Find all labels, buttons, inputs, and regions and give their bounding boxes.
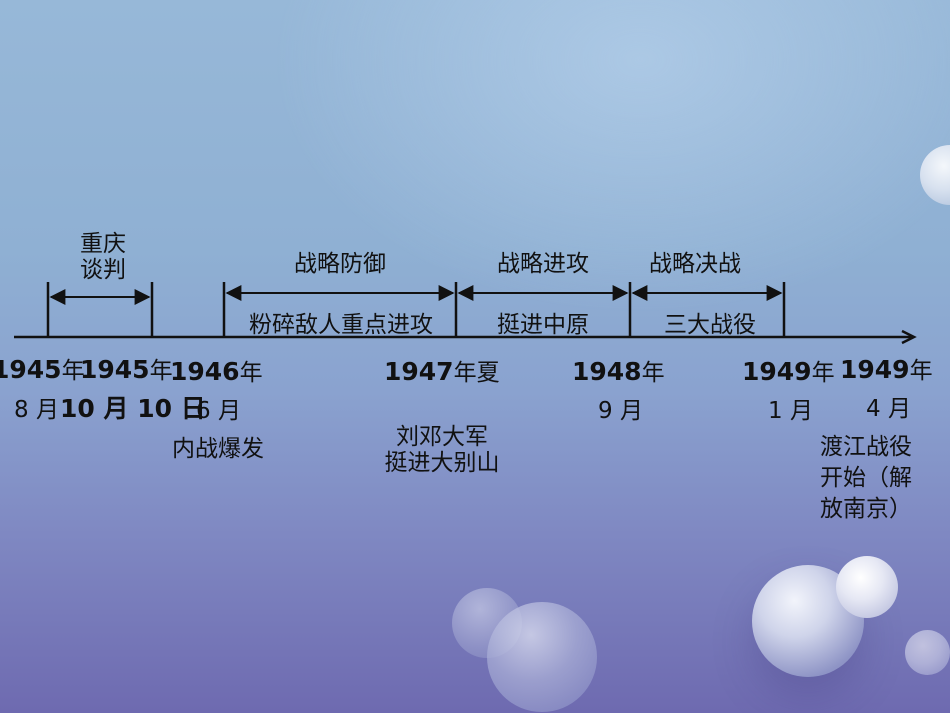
date-1949-apr-year: 1949年 [840, 355, 933, 385]
date-1945-aug-month: 8 月 [14, 397, 59, 423]
date-1945-oct-day: 10 月 10 日 [60, 394, 206, 423]
year-number: 1948 [572, 357, 642, 386]
decorative-sphere [905, 630, 950, 675]
event-civil-war: 内战爆发 [172, 436, 264, 462]
event-yangtze-crossing: 渡江战役 开始（解 放南京） [820, 432, 912, 525]
year-suffix: 年 [61, 358, 85, 384]
date-1949-jan-year: 1949年 [742, 357, 835, 387]
decorative-sphere [487, 602, 597, 712]
event-liu-deng-line1: 刘邓大军 [396, 424, 488, 450]
date-1948-sep-year: 1948年 [572, 357, 665, 387]
decorative-sphere [836, 556, 898, 618]
year-suffix: 年 [909, 358, 933, 384]
year-suffix: 年 [811, 360, 835, 386]
phase-offense-title: 战略进攻 [497, 251, 589, 277]
event-liu-deng-line2: 挺进大别山 [384, 450, 500, 476]
phase-chongqing-line1: 重庆 [80, 231, 126, 257]
event-liu-deng: 刘邓大军 挺进大别山 [372, 424, 512, 476]
event-yangtze-line2: 开始（解 [820, 465, 912, 491]
phase-chongqing-line2: 谈判 [80, 257, 126, 283]
phase-defense-title: 战略防御 [294, 251, 386, 277]
year-number: 1949 [840, 355, 910, 384]
year-suffix: 年夏 [453, 360, 500, 386]
year-suffix: 年 [149, 358, 173, 384]
phase-chongqing-label: 重庆 谈判 [72, 231, 134, 283]
year-number: 1946 [170, 357, 240, 386]
year-number: 1947 [384, 357, 454, 386]
date-1947-summer: 1947年夏 [384, 357, 500, 387]
date-1949-apr-month: 4 月 [866, 396, 911, 422]
date-1946-jun-month: 6 月 [196, 398, 241, 424]
event-yangtze-line1: 渡江战役 [820, 434, 912, 460]
year-number: 1949 [742, 357, 812, 386]
year-number: 1945 [0, 355, 62, 384]
date-1945-aug-year: 1945年 [0, 355, 85, 385]
date-1945-oct-year: 1945年 [80, 355, 173, 385]
year-suffix: 年 [239, 360, 263, 386]
year-number: 1945 [80, 355, 150, 384]
phase-decisive-subtitle: 三大战役 [664, 312, 756, 338]
date-1946-jun-year: 1946年 [170, 357, 263, 387]
date-1948-sep-month: 9 月 [598, 398, 643, 424]
phase-defense-subtitle: 粉碎敌人重点进攻 [249, 312, 433, 338]
phase-offense-subtitle: 挺进中原 [497, 312, 589, 338]
phase-decisive-title: 战略决战 [649, 251, 741, 277]
date-1949-jan-month: 1 月 [768, 398, 813, 424]
event-yangtze-line3: 放南京） [820, 496, 912, 522]
year-suffix: 年 [641, 360, 665, 386]
timeline-axis-arrowhead [901, 329, 917, 345]
